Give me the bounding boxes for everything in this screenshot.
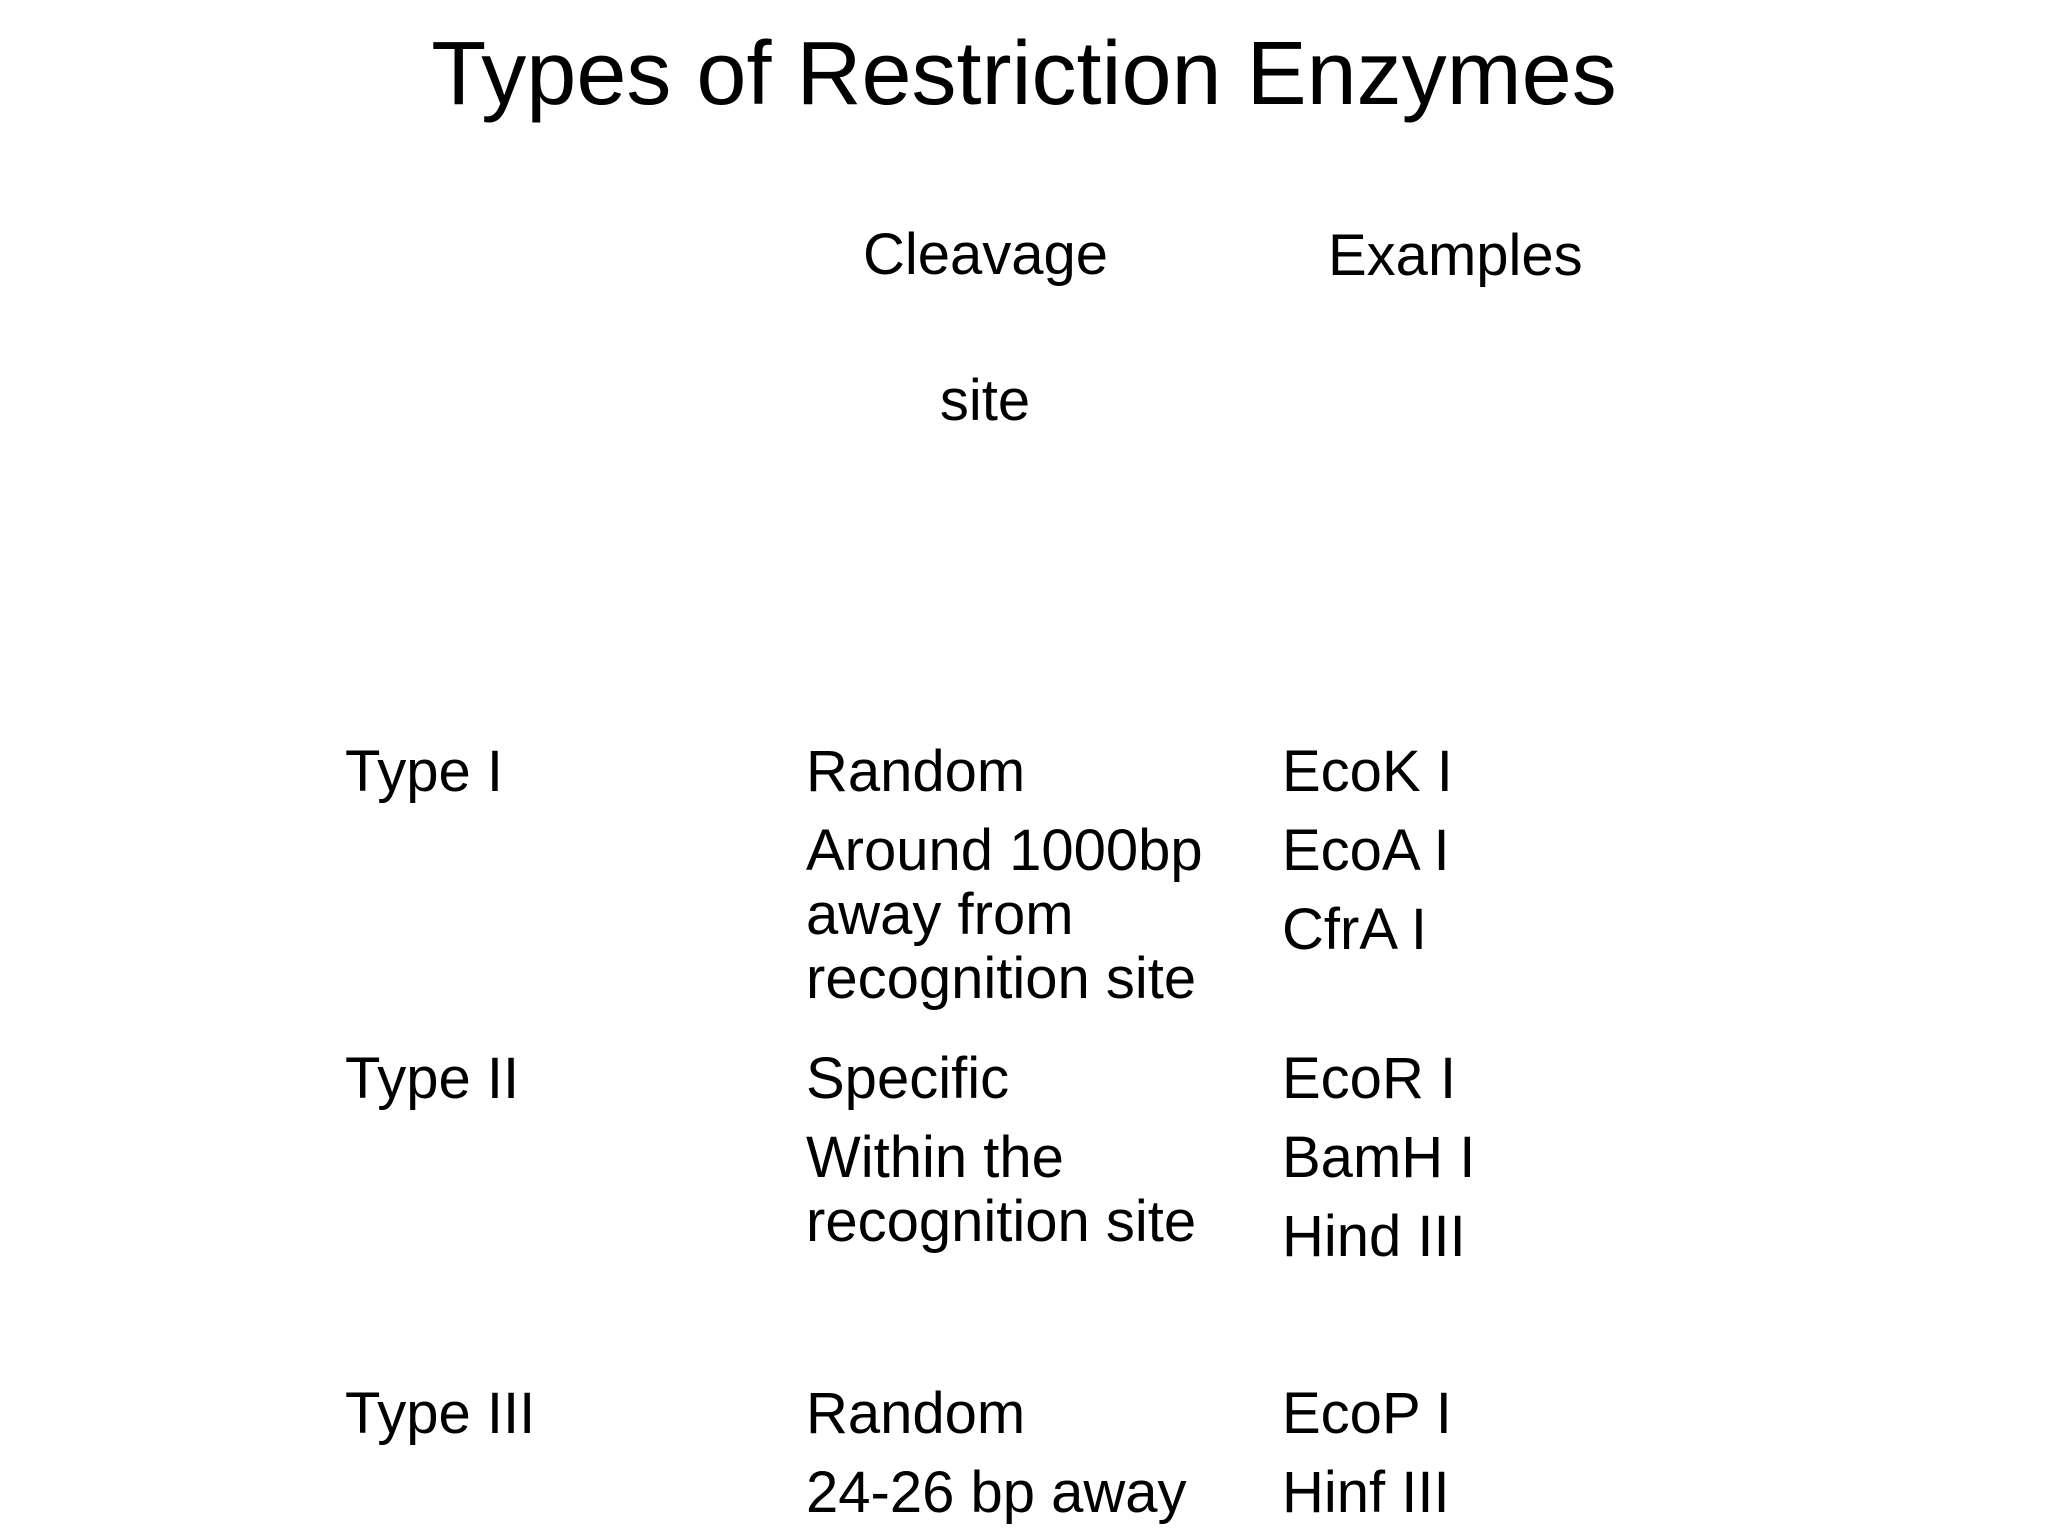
type-i-cleavage-detail-line: recognition site [806,946,1197,1011]
type-i-label: Type I [345,739,503,804]
type-ii-cleavage-cell: Specific Within the recognition site [806,1047,1196,1254]
column-header-cleavage: Cleavage [863,222,1109,287]
column-header-cleavage-site: site [939,368,1031,433]
type-i-cleavage-cell: Random Around 1000bp away from recogniti… [806,740,1203,1011]
type-iii-cleavage-detail: 24-26 bp away [806,1461,1186,1525]
type-iii-example: Hinf III [1282,1460,1450,1525]
type-iii-cleavage-primary: Random [806,1381,1026,1446]
type-iii-cleavage-detail-line: 24-26 bp away [806,1460,1187,1525]
type-iii-example: EcoP I [1282,1381,1452,1446]
type-i-example: CfrA I [1282,897,1428,962]
type-i-cleavage-primary: Random [806,739,1026,804]
type-iii-label: Type III [345,1381,536,1446]
type-ii-example: EcoR I [1282,1046,1457,1111]
type-ii-example: Hind III [1282,1204,1466,1269]
column-header-examples: Examples [1328,223,1583,288]
type-iii-cleavage-cell: Random 24-26 bp away [806,1382,1186,1525]
type-ii-cleavage-primary: Specific [806,1046,1010,1111]
type-ii-label: Type II [345,1046,520,1111]
type-i-examples-cell: EcoK I EcoA I CfrA I [1282,740,1453,962]
type-ii-cleavage-detail: Within the recognition site [806,1126,1196,1254]
type-i-cleavage-detail: Around 1000bp away from recognition site [806,819,1203,1011]
slide-title: Types of Restriction Enzymes [431,24,1617,124]
type-ii-example: BamH I [1282,1125,1476,1190]
type-ii-cleavage-detail-line: Within the [806,1125,1064,1190]
type-i-example: EcoA I [1282,818,1450,883]
type-i-cleavage-detail-line: Around 1000bp [806,818,1203,883]
type-i-example: EcoK I [1282,739,1453,804]
type-ii-cleavage-detail-line: recognition site [806,1189,1197,1254]
type-iii-examples-cell: EcoP I Hinf III [1282,1382,1452,1525]
type-i-cleavage-detail-line: away from [806,882,1074,947]
type-ii-examples-cell: EcoR I BamH I Hind III [1282,1047,1475,1269]
